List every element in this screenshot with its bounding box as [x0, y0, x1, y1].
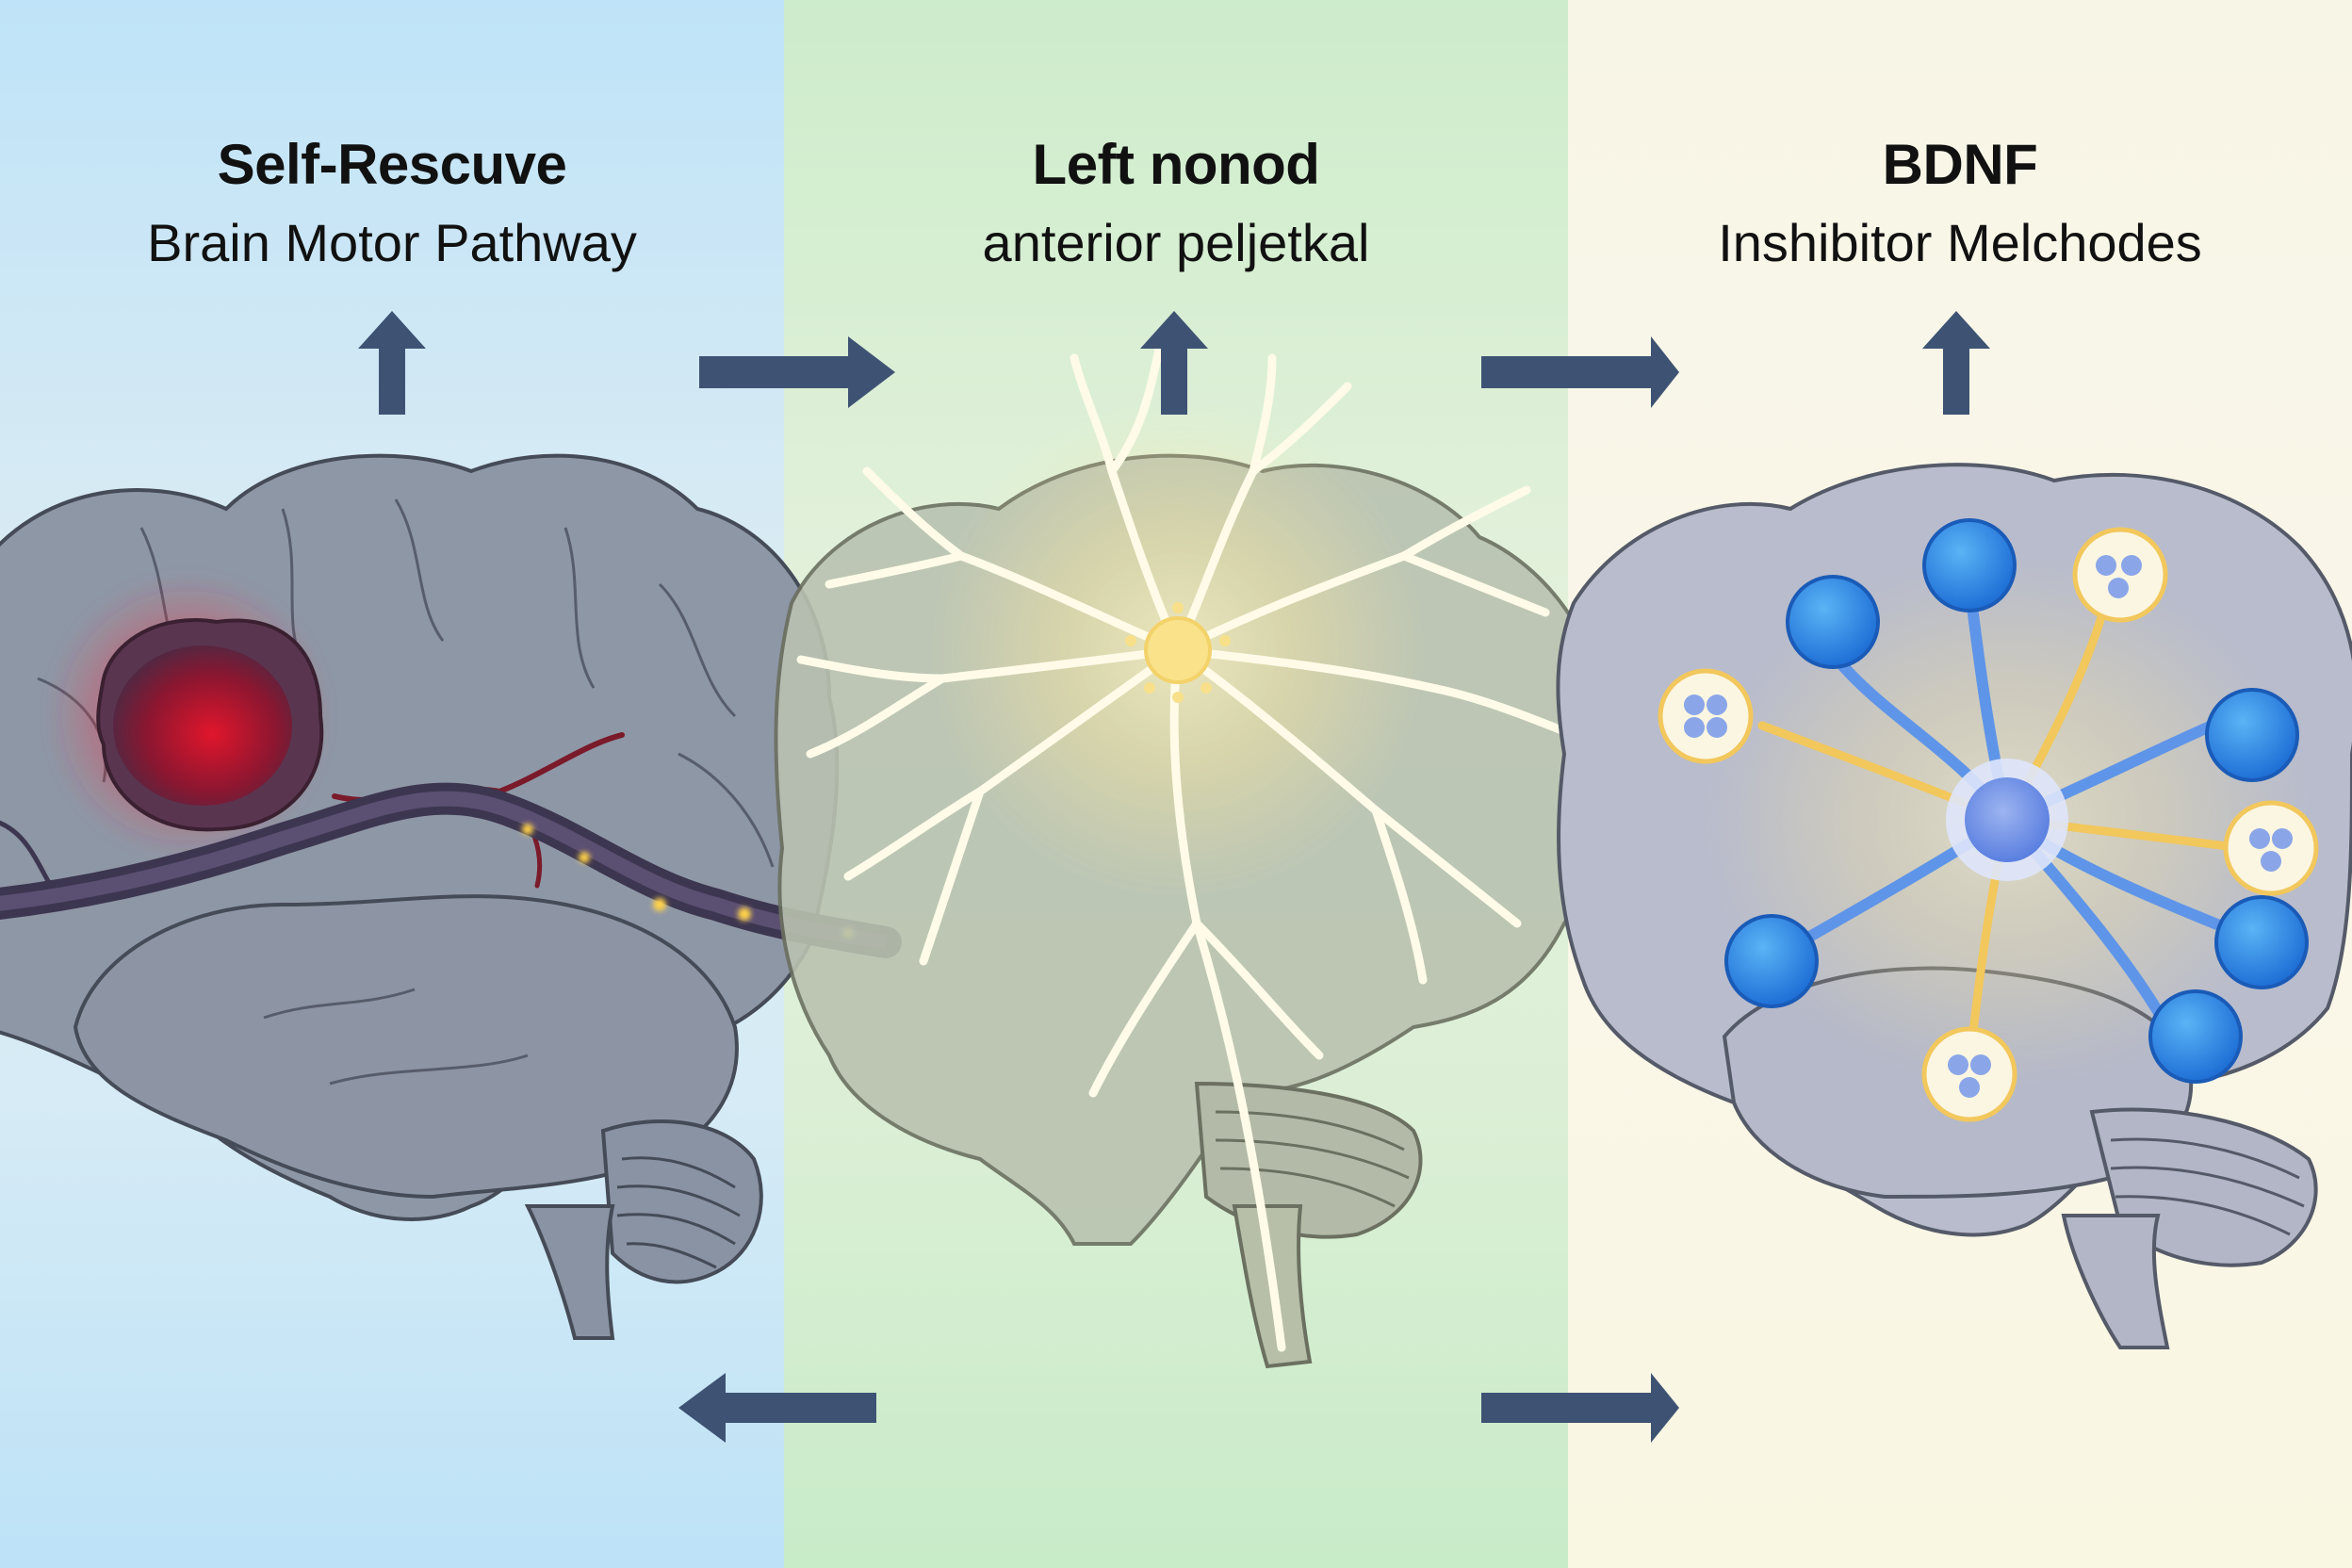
brainstem-3 [2061, 1214, 2170, 1349]
cerebellum-2 [1194, 1081, 1423, 1239]
arrow-left-icon [678, 1373, 876, 1443]
cerebellum-1 [600, 1119, 763, 1284]
brainstem-1 [524, 1204, 615, 1340]
brain-illustration-1 [0, 453, 902, 1340]
panel-2-title: Left nonod [1032, 133, 1320, 196]
arrow-right-icon [1481, 336, 1679, 408]
panel-1-title: Self-Rescuve [217, 133, 567, 196]
terminal-blue [1724, 518, 2309, 1084]
neuron-soma-yellow [1144, 616, 1212, 684]
arrow-right-icon [699, 336, 895, 408]
terminal-vesicle [1658, 527, 2319, 1122]
arrow-right-icon [1481, 1373, 1679, 1443]
arrow-up-icon [358, 311, 426, 415]
brain-illustration-2 [774, 344, 1611, 1369]
arrow-up-icon [1140, 311, 1208, 415]
brain-illustration-3 [1556, 463, 2352, 1349]
panel-3-subtitle: Inshibitor Melchodes [1718, 213, 2202, 272]
panel-1-subtitle: Brain Motor Pathway [147, 213, 637, 272]
panel-2-subtitle: anterior peljetkal [982, 213, 1370, 272]
panel-3-title: BDNF [1882, 133, 2038, 196]
arrow-up-icon [1922, 311, 1990, 415]
arrows [358, 311, 1990, 1443]
neuron-soma-blue [1965, 777, 2050, 862]
